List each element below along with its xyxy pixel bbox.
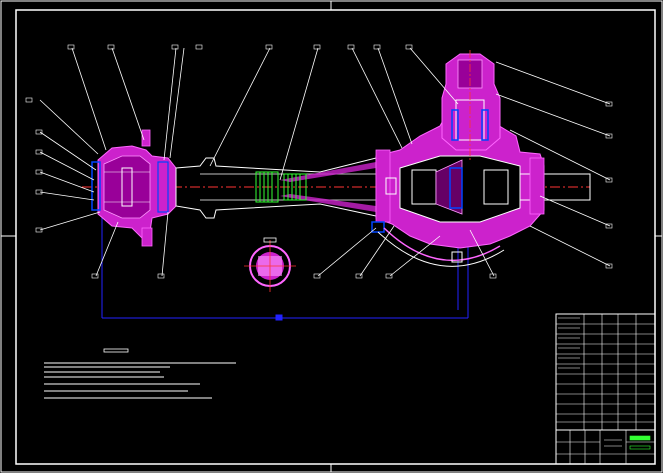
- axle-tube: [175, 157, 377, 219]
- input-pinion: [441, 50, 501, 160]
- left-hub-assembly: [91, 129, 177, 247]
- spline-section: [255, 171, 307, 203]
- technical-notes: [44, 348, 236, 399]
- callout-leaders: [39, 47, 611, 277]
- ring-gear-arc: [377, 227, 505, 267]
- differential-housing: [371, 103, 591, 249]
- callout-tags: [25, 44, 613, 279]
- section-view: [244, 237, 296, 292]
- dimension-lines: [101, 210, 469, 321]
- inner-frame: [15, 9, 656, 465]
- title-block: [555, 313, 656, 465]
